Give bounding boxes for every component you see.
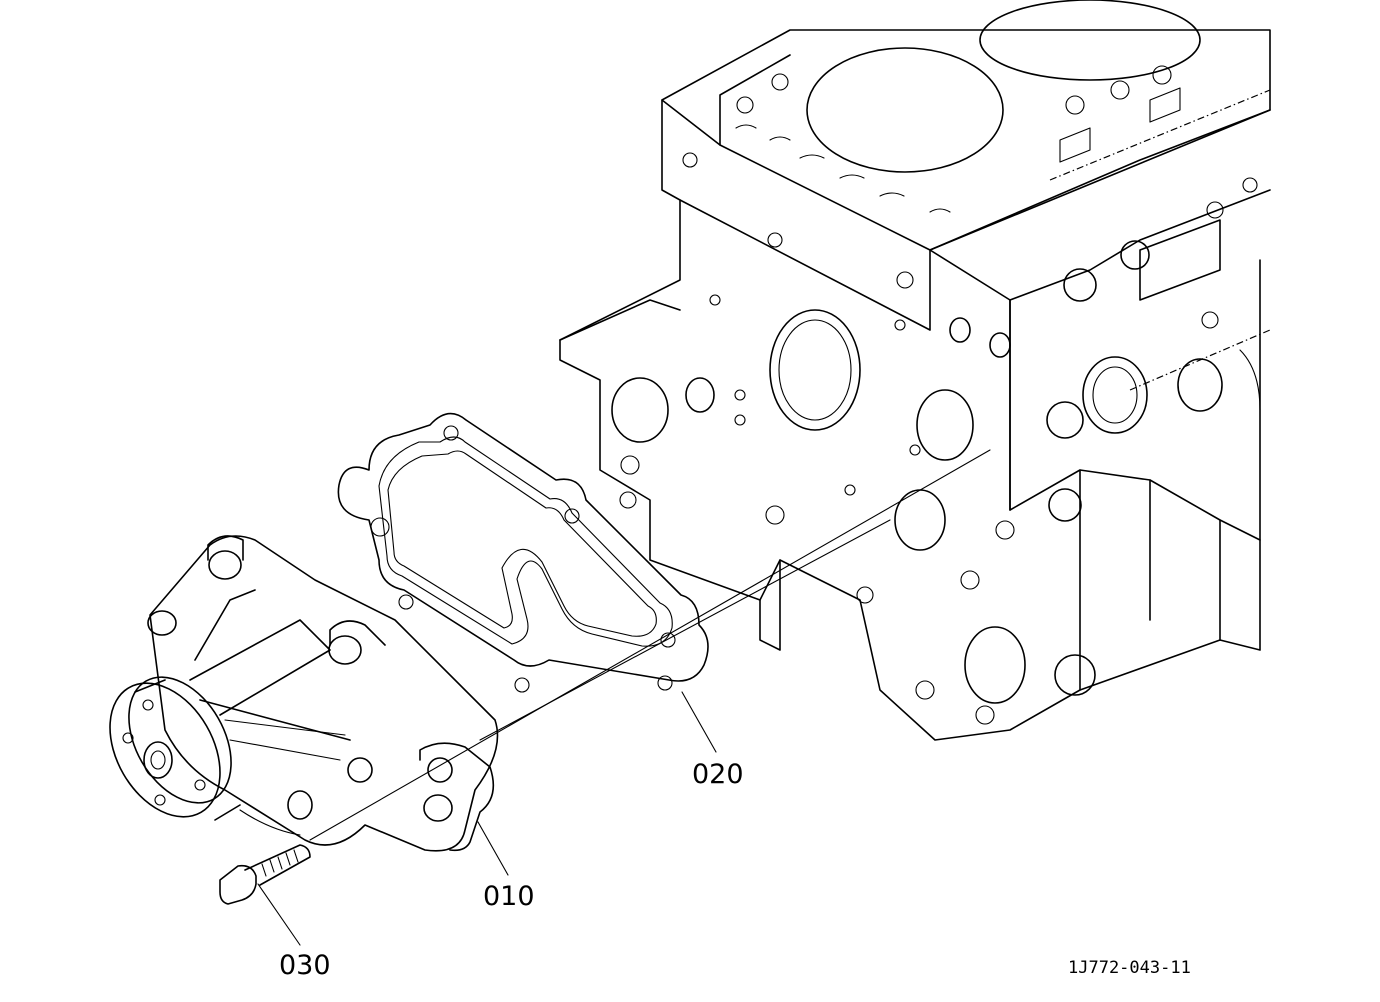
callout-water-pump: 010 — [483, 881, 535, 912]
water-pump — [109, 535, 499, 852]
gasket — [337, 412, 709, 693]
bolt — [219, 844, 311, 905]
callout-bolt: 030 — [279, 950, 331, 981]
callout-gasket: 020 — [692, 759, 744, 790]
engine-block — [559, 0, 1271, 741]
document-id: 1J772-043-11 — [1068, 958, 1191, 978]
leader-lines — [257, 449, 991, 946]
